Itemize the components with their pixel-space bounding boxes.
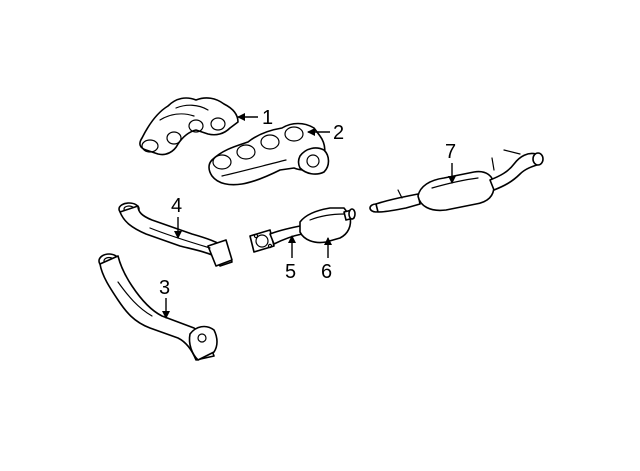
exhaust-manifold-left	[139, 97, 239, 156]
callout-6: 6	[321, 261, 332, 283]
callout-2: 2	[333, 122, 344, 144]
front-pipe	[249, 223, 313, 253]
callout-1: 1	[262, 107, 273, 129]
callout-7: 7	[445, 141, 456, 163]
callout-4: 4	[171, 195, 182, 217]
muffler-tailpipe-assembly	[369, 149, 544, 213]
catalytic-converter	[299, 207, 356, 244]
callout-5: 5	[285, 261, 296, 283]
callout-3: 3	[159, 277, 170, 299]
exhaust-manifold-right	[208, 122, 330, 186]
exhaust-pipe-lower	[98, 253, 218, 361]
